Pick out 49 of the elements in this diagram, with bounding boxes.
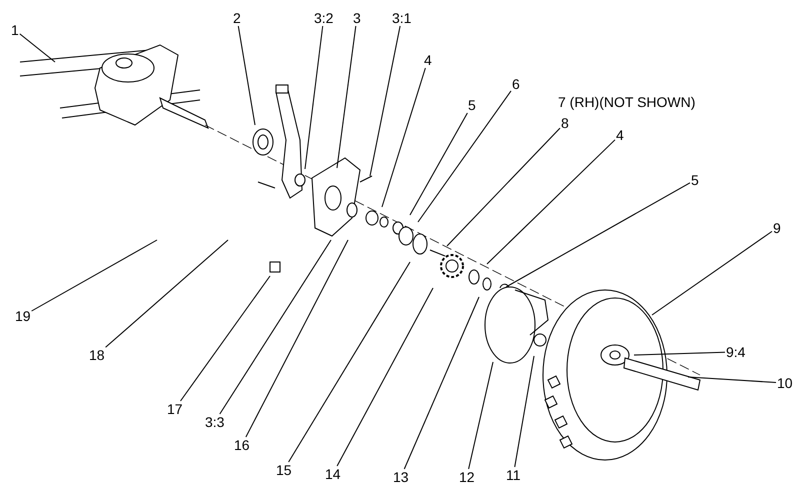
leader-line [219,240,332,414]
leader-line [506,182,690,288]
leader-line [370,26,401,176]
leader-line [404,296,480,470]
note-text: 7 (RH)(NOT SHOWN) [558,94,696,110]
callout-number: 14 [324,466,342,482]
callout-number: 10 [776,375,794,391]
callout-number: 5 [467,97,477,113]
callout-number: 5 [690,172,700,188]
callout-number: 12 [458,469,476,485]
callout-number: 4 [423,52,433,68]
callout-number: 11 [505,467,522,483]
callout-number: 8 [560,115,570,131]
leader-line [238,26,256,126]
leader-line [336,26,356,168]
callout-number: 16 [233,437,251,453]
leader-line [105,240,228,348]
callout-number: 19 [14,308,32,324]
leader-line [688,376,776,383]
callout-number: 6 [511,76,521,92]
leader-line [468,362,494,470]
leader-line [31,240,158,312]
leader-line [288,262,410,462]
callout-number: 13 [392,469,410,485]
leader-line [180,276,270,402]
callout-number: 9 [772,220,782,236]
leader-line [418,90,512,222]
callout-number: 3 [352,10,362,26]
leader-line [514,356,534,468]
callout-number: 4 [615,127,625,143]
leader-line [336,288,434,466]
leader-line [446,128,560,246]
callout-number: 1 [10,22,20,38]
leader-line [410,112,468,216]
callout-number: 17 [166,401,184,417]
callout-number: 3:2 [313,10,334,26]
leader-line [304,26,324,170]
leader-line [634,352,726,356]
callout-number: 18 [88,347,106,363]
callout-number: 3:1 [391,10,412,26]
callout-number: 2 [232,10,242,26]
leader-line [382,68,426,208]
callout-number: 3:3 [204,414,226,430]
leader-line [486,139,616,264]
callout-number: 15 [275,462,293,478]
leader-line [245,240,348,438]
leader-line [19,33,56,62]
leader-line [652,230,772,316]
callout-number: 9:4 [725,344,746,360]
